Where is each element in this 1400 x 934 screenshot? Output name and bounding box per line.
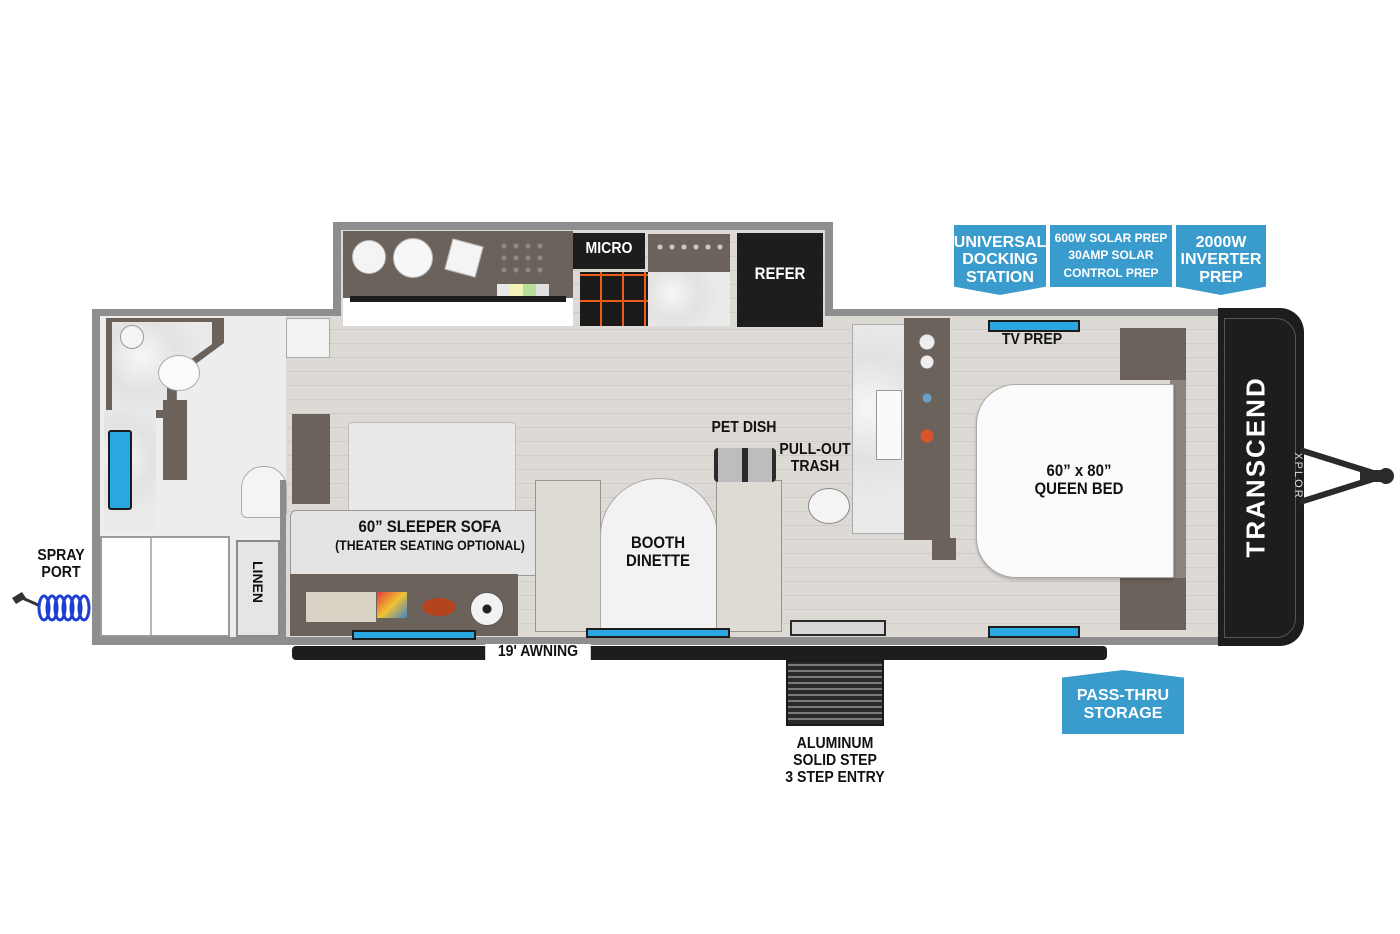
passthru-line-1: PASS-THRU [1076, 687, 1170, 705]
bed-line-2: QUEEN BED [1034, 478, 1124, 498]
sofa-label: 60” SLEEPER SOFA [358, 517, 502, 536]
headboard [1170, 380, 1186, 578]
football-icon [422, 598, 456, 616]
cabinet-knobs [654, 240, 724, 254]
dinette-line-1: BOOTH [630, 533, 686, 552]
refer-label: REFER [754, 264, 806, 283]
cap-stripe [1224, 318, 1296, 638]
nightstand-bottom [1120, 578, 1186, 630]
nightstand-top [1120, 328, 1186, 380]
bedroom-window [988, 626, 1080, 638]
spray-line-1: SPRAY [37, 547, 85, 564]
docking-station-badge: UNIVERSAL DOCKING STATION [954, 225, 1046, 295]
dinette-window [586, 628, 730, 638]
queen-bed [976, 384, 1174, 578]
spray-hose-icon [12, 592, 91, 622]
docking-line-2: DOCKING [962, 251, 1038, 269]
trash-line-1: PULL-OUT [779, 441, 851, 458]
vanity-cabinet [163, 400, 187, 480]
spray-port-label: SPRAY PORT [30, 547, 92, 582]
kitchen-counter-right [648, 272, 730, 326]
solar-line-3: CONTROL PREP [1063, 265, 1159, 280]
awning-bar [292, 646, 1107, 660]
toilet [241, 466, 287, 518]
dinette-line-2: DINETTE [625, 550, 690, 570]
linen-label: LINEN [238, 561, 278, 603]
spray-line-2: PORT [41, 563, 81, 581]
tv-cabinet [292, 414, 330, 504]
solar-prep-badge: 600W SOLAR PREP 30AMP SOLAR CONTROL PREP [1050, 225, 1172, 287]
trash-line-2: TRASH [790, 457, 840, 475]
front-cap [1218, 308, 1304, 646]
island-step [932, 538, 956, 560]
trash-label: PULL-OUT TRASH [777, 441, 853, 476]
shower-door-line [150, 538, 152, 635]
counter-plate-2 [393, 238, 433, 278]
step-line-1: ALUMINUM [796, 735, 874, 752]
island-appliances [914, 326, 940, 526]
sleeper-sofa [290, 510, 540, 576]
inverter-line-1: 2000W [1195, 233, 1247, 251]
bath-window [108, 430, 132, 510]
kitchen-sink-dots [498, 240, 546, 276]
inverter-line-2: INVERTER [1180, 251, 1262, 269]
step-line-3: 3 STEP ENTRY [785, 768, 885, 786]
soccer-ball-icon [470, 592, 504, 626]
bath-entry-counter [286, 318, 330, 358]
dinette-bench-right [716, 480, 782, 632]
hitch-icon [1300, 447, 1394, 505]
microwave [573, 233, 645, 269]
galley-toilet-shape [808, 488, 850, 524]
floor-vent [790, 620, 886, 636]
tv-prep-marker [988, 320, 1080, 332]
step-label: ALUMINUM SOLID STEP 3 STEP ENTRY [778, 735, 892, 786]
shower [100, 536, 230, 637]
shelf-puzzle [377, 592, 407, 618]
docking-line-1: UNIVERSAL [953, 233, 1047, 251]
step-line-2: SOLID STEP [793, 751, 877, 769]
sleeper-sofa-cushion [348, 422, 516, 514]
counter-edge [350, 296, 566, 302]
bath-wall [280, 480, 286, 637]
bed-label: 60” x 80” QUEEN BED [1025, 462, 1132, 498]
refrigerator [737, 233, 823, 327]
toiletries [120, 325, 144, 349]
inverter-prep-badge: 2000W INVERTER PREP [1176, 225, 1266, 295]
counter-base [343, 298, 573, 326]
stovetop [580, 272, 648, 326]
pet-dish-label: PET DISH [711, 419, 777, 436]
solar-line-1: 600W SOLAR PREP [1054, 231, 1168, 246]
bathroom-sink [158, 355, 200, 391]
dinette-bench-left [535, 480, 601, 632]
passthru-line-2: STORAGE [1083, 705, 1163, 722]
dinette-label: BOOTH DINETTE [616, 534, 700, 570]
shelf-games [306, 592, 376, 622]
sofa-window [352, 630, 476, 640]
inverter-line-3: PREP [1199, 268, 1243, 286]
sofa-note: (THEATER SEATING OPTIONAL) [335, 537, 525, 553]
tv-prep-label: TV PREP [1001, 331, 1063, 348]
island-sink [876, 390, 902, 460]
awning-label: 19' AWNING [485, 643, 591, 661]
linen-cabinet [236, 540, 280, 637]
micro-label: MICRO [585, 240, 633, 257]
solar-line-2: 30AMP SOLAR [1068, 248, 1154, 263]
linen-text: LINEN [250, 561, 266, 603]
entry-step [786, 660, 884, 726]
docking-line-3: STATION [966, 268, 1034, 286]
pet-dish [714, 448, 776, 482]
counter-plate-1 [352, 240, 386, 274]
bed-line-1: 60” x 80” [1046, 461, 1112, 480]
pass-thru-storage-badge: PASS-THRU STORAGE [1062, 670, 1184, 734]
